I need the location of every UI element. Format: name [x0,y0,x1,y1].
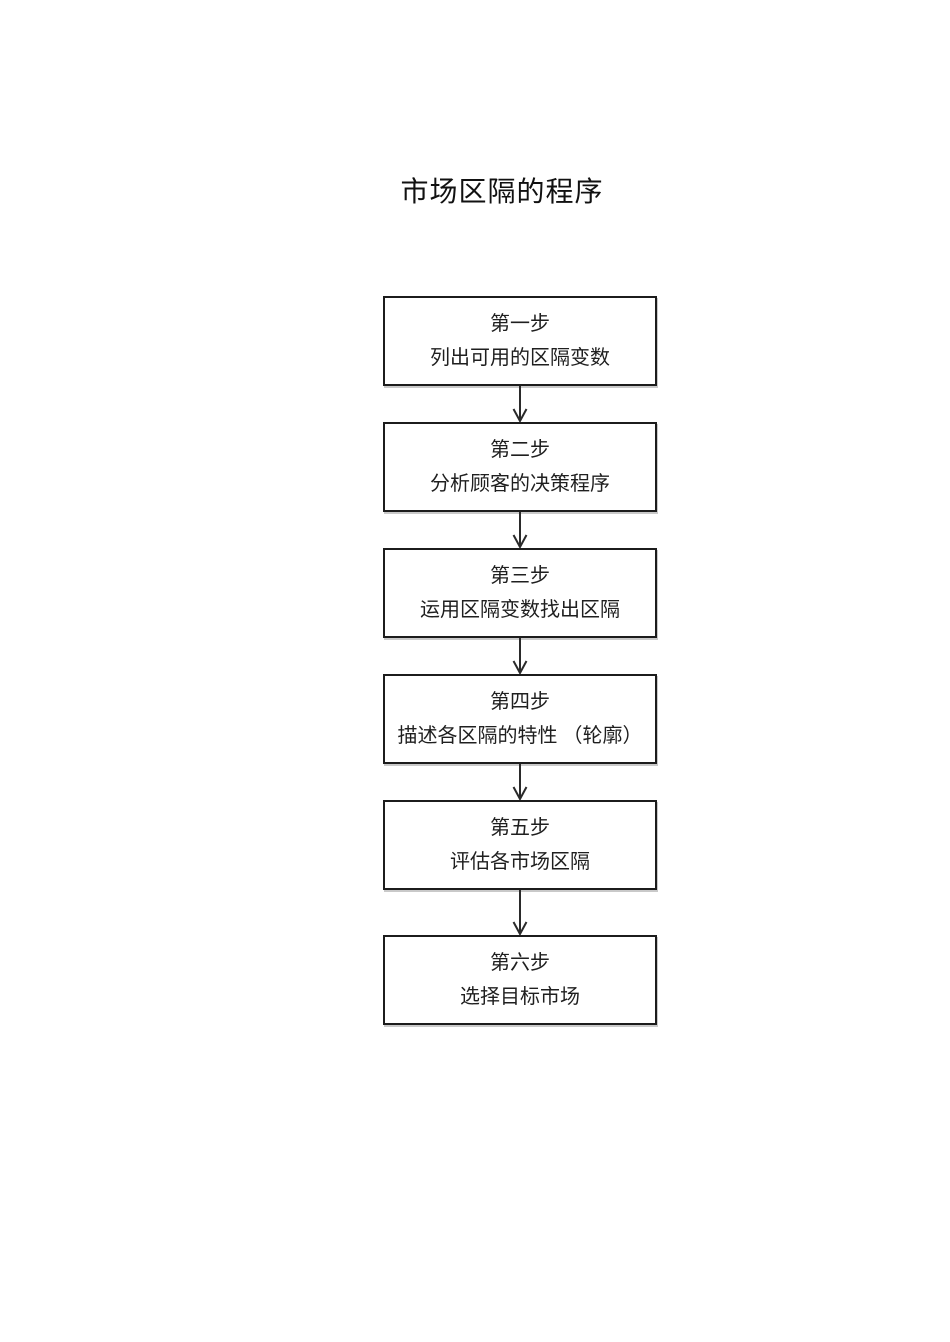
step-label: 第一步 [490,313,550,335]
step-description: 运用区隔变数找出区隔 [420,599,620,621]
down-arrow-icon [512,764,528,800]
flow-step-3: 第三步 运用区隔变数找出区隔 [383,548,657,638]
step-description: 选择目标市场 [460,986,580,1008]
step-description: 分析顾客的决策程序 [430,473,610,495]
step-label: 第二步 [490,439,550,461]
flow-step-1: 第一步 列出可用的区隔变数 [383,296,657,386]
flow-step-5: 第五步 评估各市场区隔 [383,800,657,890]
down-arrow-icon [512,890,528,935]
step-description: 列出可用的区隔变数 [430,347,610,369]
step-description: 描述各区隔的特性 （轮廓） [397,725,643,747]
down-arrow-icon [512,638,528,674]
step-label: 第五步 [490,817,550,839]
step-label: 第六步 [490,952,550,974]
flow-step-6: 第六步 选择目标市场 [383,935,657,1025]
page-title: 市场区隔的程序 [400,177,604,208]
down-arrow-icon [512,386,528,422]
flow-step-4: 第四步 描述各区隔的特性 （轮廓） [383,674,657,764]
down-arrow-icon [512,512,528,548]
step-label: 第四步 [490,691,550,713]
step-label: 第三步 [490,565,550,587]
step-description: 评估各市场区隔 [450,851,590,873]
flow-step-2: 第二步 分析顾客的决策程序 [383,422,657,512]
